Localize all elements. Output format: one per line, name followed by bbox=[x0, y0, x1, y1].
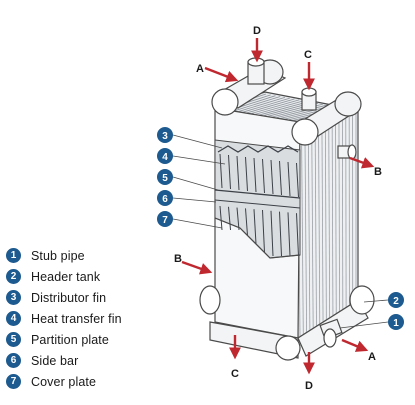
legend-label: Partition plate bbox=[31, 333, 109, 347]
svg-text:1: 1 bbox=[393, 318, 399, 329]
legend-badge: 6 bbox=[6, 353, 21, 368]
flow-label-b-right: B bbox=[374, 166, 382, 178]
legend-badge: 1 bbox=[6, 248, 21, 263]
stub-pipe-top-left bbox=[248, 58, 264, 84]
svg-text:7: 7 bbox=[162, 215, 168, 226]
arrow-a-in bbox=[205, 68, 236, 80]
svg-text:6: 6 bbox=[162, 194, 168, 205]
stub-pipe-top-right bbox=[302, 88, 316, 110]
svg-text:2: 2 bbox=[393, 296, 399, 307]
legend-badge: 4 bbox=[6, 311, 21, 326]
legend-label: Cover plate bbox=[31, 375, 96, 389]
legend-badge: 7 bbox=[6, 374, 21, 389]
legend: 1 Stub pipe 2 Header tank 3 Distributor … bbox=[6, 245, 176, 392]
legend-label: Heat transfer fin bbox=[31, 312, 122, 326]
legend-label: Distributor fin bbox=[31, 291, 106, 305]
legend-badge: 5 bbox=[6, 332, 21, 347]
flow-label-d-top: D bbox=[253, 25, 261, 37]
svg-text:5: 5 bbox=[162, 173, 168, 184]
arrow-b-in-left bbox=[182, 262, 210, 272]
callout-3: 3 bbox=[157, 127, 222, 148]
legend-item-distributor-fin: 3 Distributor fin bbox=[6, 287, 176, 308]
legend-item-heat-transfer-fin: 4 Heat transfer fin bbox=[6, 308, 176, 329]
flow-label-a-top: A bbox=[196, 63, 204, 75]
callout-7: 7 bbox=[157, 211, 222, 228]
legend-label: Stub pipe bbox=[31, 249, 85, 263]
legend-item-stub-pipe: 1 Stub pipe bbox=[6, 245, 176, 266]
legend-badge: 3 bbox=[6, 290, 21, 305]
callout-5: 5 bbox=[157, 169, 218, 190]
legend-label: Header tank bbox=[31, 270, 100, 284]
legend-item-cover-plate: 7 Cover plate bbox=[6, 371, 176, 392]
legend-label: Side bar bbox=[31, 354, 78, 368]
legend-item-partition-plate: 5 Partition plate bbox=[6, 329, 176, 350]
stub-pipe-right-side bbox=[338, 145, 356, 159]
svg-text:3: 3 bbox=[162, 131, 168, 142]
flow-label-c-top: C bbox=[304, 49, 312, 61]
callout-6: 6 bbox=[157, 190, 216, 206]
legend-item-header-tank: 2 Header tank bbox=[6, 266, 176, 287]
arrow-a-out bbox=[342, 340, 366, 350]
flow-label-c-bottom: C bbox=[231, 368, 239, 380]
legend-item-side-bar: 6 Side bar bbox=[6, 350, 176, 371]
legend-badge: 2 bbox=[6, 269, 21, 284]
flow-label-d-bottom: D bbox=[305, 380, 313, 392]
svg-text:4: 4 bbox=[162, 152, 168, 163]
flow-label-a-bottom: A bbox=[368, 351, 376, 363]
